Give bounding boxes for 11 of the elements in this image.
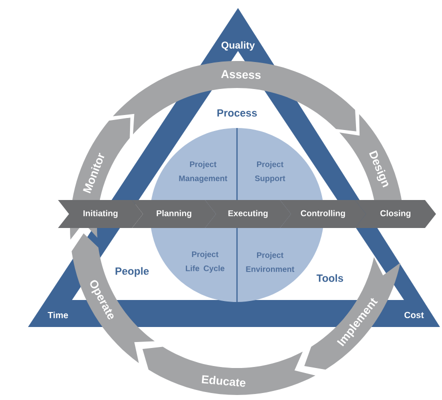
- side-label: People: [116, 267, 149, 277]
- side-label: Process: [217, 109, 257, 117]
- chevron-step: Planning: [132, 200, 216, 228]
- chevron-step: Controlling: [280, 200, 366, 228]
- cycle-segment: Educate: [142, 346, 316, 395]
- chevron-step: Initiating: [58, 200, 143, 228]
- node-label: Planning: [156, 210, 192, 218]
- node-label: Initiating: [84, 210, 118, 218]
- chevron-step: Closing: [355, 200, 436, 228]
- corner-label: Quality: [222, 41, 255, 51]
- chevron-step: Executing: [205, 200, 291, 228]
